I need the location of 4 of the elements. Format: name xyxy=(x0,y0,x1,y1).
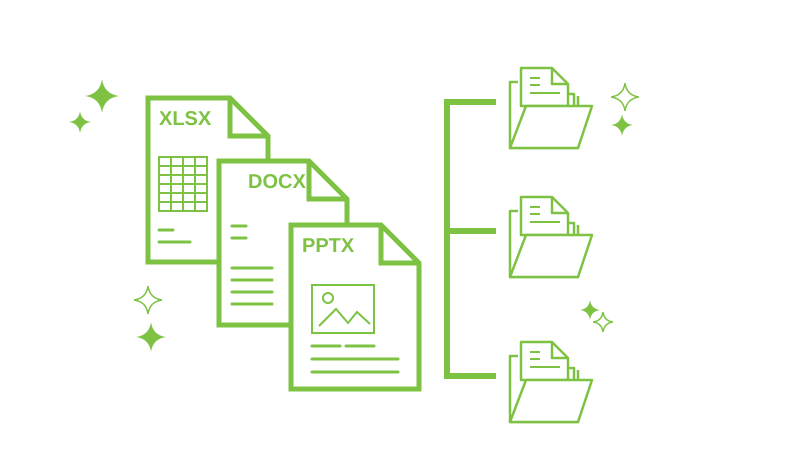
file-type-label: DOCX xyxy=(248,172,306,192)
file-type-label: XLSX xyxy=(159,109,212,129)
bracket-connector xyxy=(444,236,496,379)
file-type-label: PPTX xyxy=(302,236,354,256)
